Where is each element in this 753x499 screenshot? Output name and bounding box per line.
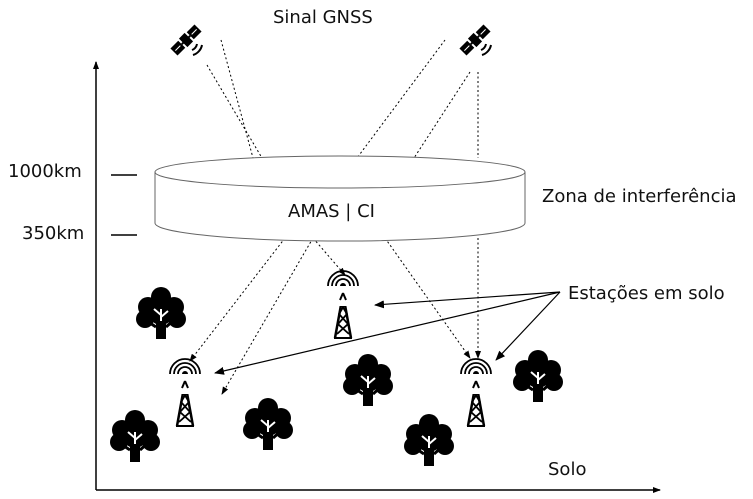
- gnss-signal-lines: [206, 39, 479, 159]
- gnss-signal-label: Sinal GNSS: [273, 7, 373, 28]
- altitude-350km-label: 350km: [22, 223, 85, 244]
- radio-tower-icon: [165, 357, 205, 428]
- altitude-1000km-label: 1000km: [8, 161, 82, 182]
- satellite-icon: [457, 22, 493, 58]
- tree-icon: [341, 352, 395, 408]
- tree-icon: [241, 396, 295, 452]
- satellite-icon: [168, 22, 204, 58]
- ground-station-pointers: [214, 291, 561, 375]
- interference-zone-cylinder: [154, 155, 526, 242]
- radio-tower-icon: [323, 269, 363, 340]
- tree-icon: [134, 285, 188, 341]
- layer-label: AMAS | CI: [288, 201, 375, 222]
- tree-icon: [511, 348, 565, 404]
- tree-icon: [108, 408, 162, 464]
- axes: [93, 61, 661, 493]
- radio-tower-icon: [456, 357, 496, 428]
- tree-icon: [402, 412, 456, 468]
- ground-stations-label: Estações em solo: [568, 283, 725, 304]
- ground-label: Solo: [548, 459, 587, 480]
- interference-zone-label: Zona de interferência: [542, 186, 737, 207]
- interference-lines: [189, 237, 481, 395]
